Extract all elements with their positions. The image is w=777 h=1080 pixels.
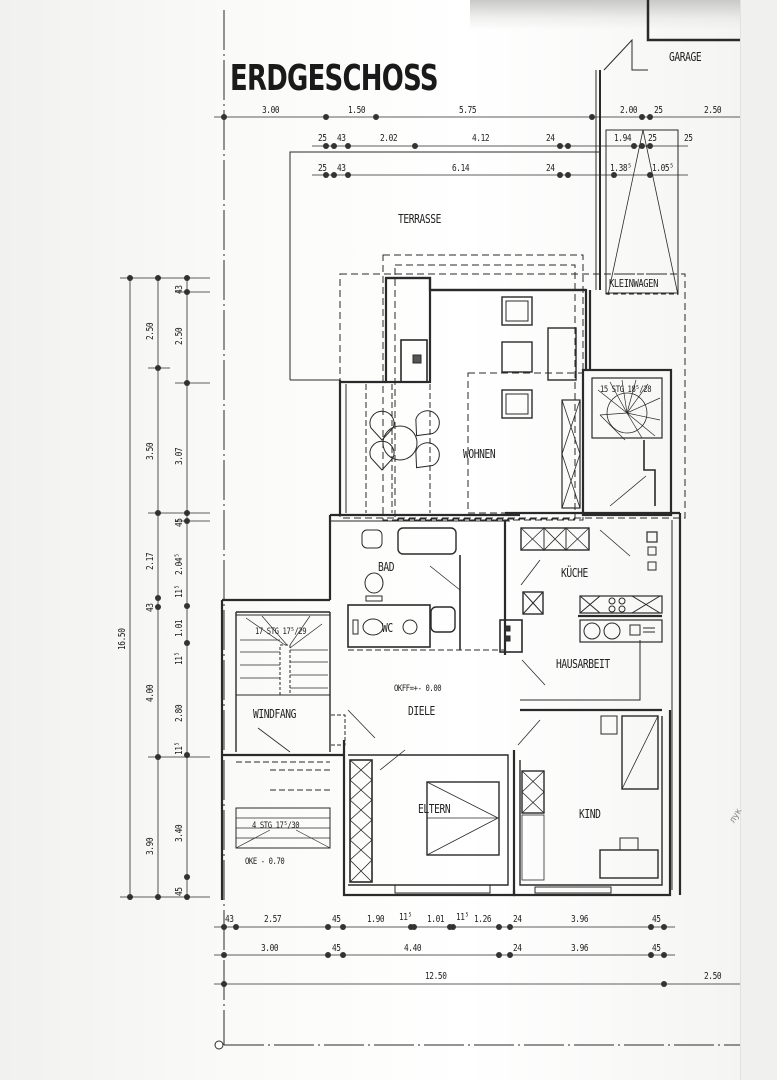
dim-top-2-2: 2.02 xyxy=(380,133,398,144)
dim-top-3-1: 43 xyxy=(337,163,346,174)
room-label-eltern: ELTERN xyxy=(418,802,451,816)
dim-top-3-0: 25 xyxy=(318,163,327,174)
dim-bottom-1-9: 3.96 xyxy=(571,914,589,925)
dim-bottom-1-2: 45 xyxy=(332,914,341,925)
dim-bottom-1-6: 11⁵ xyxy=(456,912,469,923)
room-label-kind: KIND xyxy=(579,807,601,821)
dim-bottom-1-5: 1.01 xyxy=(427,914,445,925)
room-label-wohnen: WOHNEN xyxy=(463,447,496,461)
dim-bottom-2-3: 24 xyxy=(513,943,522,954)
dim-top-2-1: 43 xyxy=(337,133,346,144)
dim-top-3-2: 6.14 xyxy=(452,163,470,174)
stair-label-entrance: 4 STG 17⁵/30 xyxy=(252,821,300,831)
dim-left-outer-0: 16.50 xyxy=(117,628,128,650)
dim-left-inner-10: 3.40 xyxy=(174,824,185,842)
dim-top-2-3: 4.12 xyxy=(472,133,490,144)
dim-left-mid-1: 3.50 xyxy=(145,442,156,460)
dim-top-2-0: 25 xyxy=(318,133,327,144)
dim-left-mid-3: 43 xyxy=(145,603,156,612)
dim-top-1-0: 3.00 xyxy=(262,105,280,116)
dim-left-mid-4: 4.00 xyxy=(145,684,156,702)
stair-label-main: 17 STG 17⁵/29 xyxy=(255,627,307,637)
dim-top-3-3: 24 xyxy=(546,163,555,174)
dim-bottom-1-0: 43 xyxy=(225,914,234,925)
room-label-garage: GARAGE xyxy=(669,50,702,64)
dim-top-1-4: 25 xyxy=(654,105,663,116)
dim-left-inner-5: 11⁵ xyxy=(174,585,185,598)
dim-bottom-3-0: 12.50 xyxy=(425,971,447,982)
entrance-level-note: OKE - 0.70 xyxy=(245,857,285,867)
dim-bottom-1-3: 1.90 xyxy=(367,914,385,925)
dim-bottom-1-1: 2.57 xyxy=(264,914,282,925)
dim-left-mid-0: 2.50 xyxy=(145,322,156,340)
dim-left-inner-0: 43 xyxy=(174,285,185,294)
dim-top-1-1: 1.50 xyxy=(348,105,366,116)
stair-label-side: 15 STG 18⁵/28 xyxy=(600,385,652,395)
dim-left-inner-4: 2.04⁵ xyxy=(174,553,185,575)
dim-bottom-2-5: 45 xyxy=(652,943,661,954)
dim-top-1-5: 2.50 xyxy=(704,105,722,116)
dim-left-inner-11: 45 xyxy=(174,887,185,896)
dim-left-inner-8: 2.80 xyxy=(174,704,185,722)
dim-top-2-5: 1.94 xyxy=(614,133,632,144)
room-label-hausarbeit: HAUSARBEIT xyxy=(556,657,610,671)
dim-top-1-2: 5.75 xyxy=(459,105,477,116)
dim-left-inner-9: 11⁵ xyxy=(174,742,185,755)
room-label-kleinwagen: KLEINWAGEN xyxy=(609,277,658,290)
drawing-title: ERDGESCHOSS xyxy=(230,58,439,99)
dim-bottom-2-1: 45 xyxy=(332,943,341,954)
dim-bottom-1-10: 45 xyxy=(652,914,661,925)
dim-top-3-5: 1.05⁵ xyxy=(652,163,674,174)
dim-left-inner-6: 1.01 xyxy=(174,619,185,637)
dim-top-1-3: 2.00 xyxy=(620,105,638,116)
dim-top-2-7: 25 xyxy=(684,133,693,144)
dim-left-inner-3: 45 xyxy=(174,518,185,527)
dim-bottom-1-7: 1.26 xyxy=(474,914,492,925)
room-label-bad: BAD xyxy=(378,560,395,574)
room-label-kueche: KÜCHE xyxy=(561,566,588,580)
dim-bottom-1-8: 24 xyxy=(513,914,522,925)
paper-edge xyxy=(740,0,777,1080)
dim-top-2-6: 25 xyxy=(648,133,657,144)
room-label-diele: DIELE xyxy=(408,704,435,718)
dim-top-2-4: 24 xyxy=(546,133,555,144)
dim-bottom-1-4: 11⁵ xyxy=(399,912,412,923)
dim-left-inner-2: 3.07 xyxy=(174,447,185,465)
dim-bottom-3-1: 2.50 xyxy=(704,971,722,982)
dim-bottom-2-2: 4.40 xyxy=(404,943,422,954)
dim-top-3-4: 1.38⁵ xyxy=(610,163,632,174)
room-label-windfang: WINDFANG xyxy=(253,707,297,721)
dim-left-mid-5: 3.90 xyxy=(145,837,156,855)
dim-left-inner-7: 11⁵ xyxy=(174,652,185,665)
dim-left-inner-1: 2.50 xyxy=(174,327,185,345)
dim-bottom-2-0: 3.00 xyxy=(261,943,279,954)
scan-shadow xyxy=(470,0,740,30)
floor-level-note: OKFF=+- 0.00 xyxy=(394,684,442,694)
room-label-terrasse: TERRASSE xyxy=(398,212,442,226)
dim-bottom-2-4: 3.96 xyxy=(571,943,589,954)
dim-left-mid-2: 2.17 xyxy=(145,552,156,570)
room-label-wc: WC xyxy=(382,621,393,635)
